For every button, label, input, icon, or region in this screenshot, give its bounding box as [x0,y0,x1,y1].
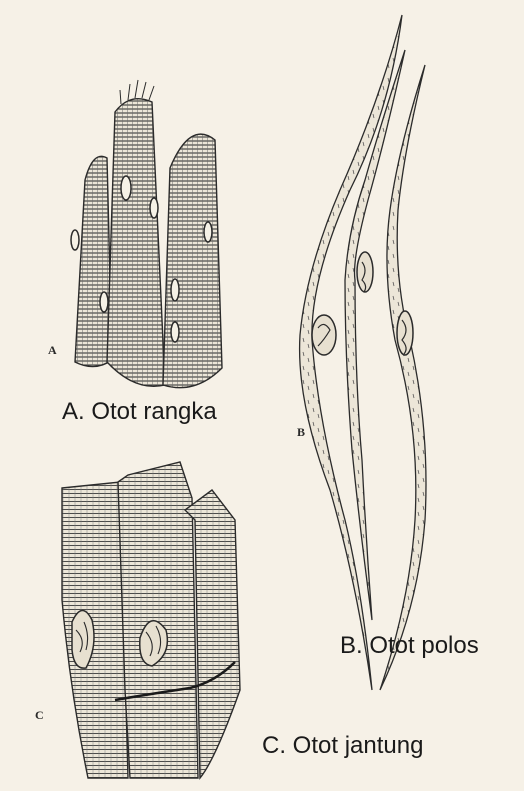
caption-skeletal-muscle: A. Otot rangka [62,398,217,426]
caption-smooth-muscle: B. Otot polos [340,632,479,660]
cardiac-muscle-cells [62,462,240,778]
panel-letter-b: B [297,425,305,440]
panel-letter-a: A [48,343,57,358]
smooth-muscle-cells [300,15,426,690]
skeletal-muscle-fibers [71,80,222,388]
panel-letter-c: C [35,708,44,723]
caption-cardiac-muscle: C. Otot jantung [262,732,423,760]
